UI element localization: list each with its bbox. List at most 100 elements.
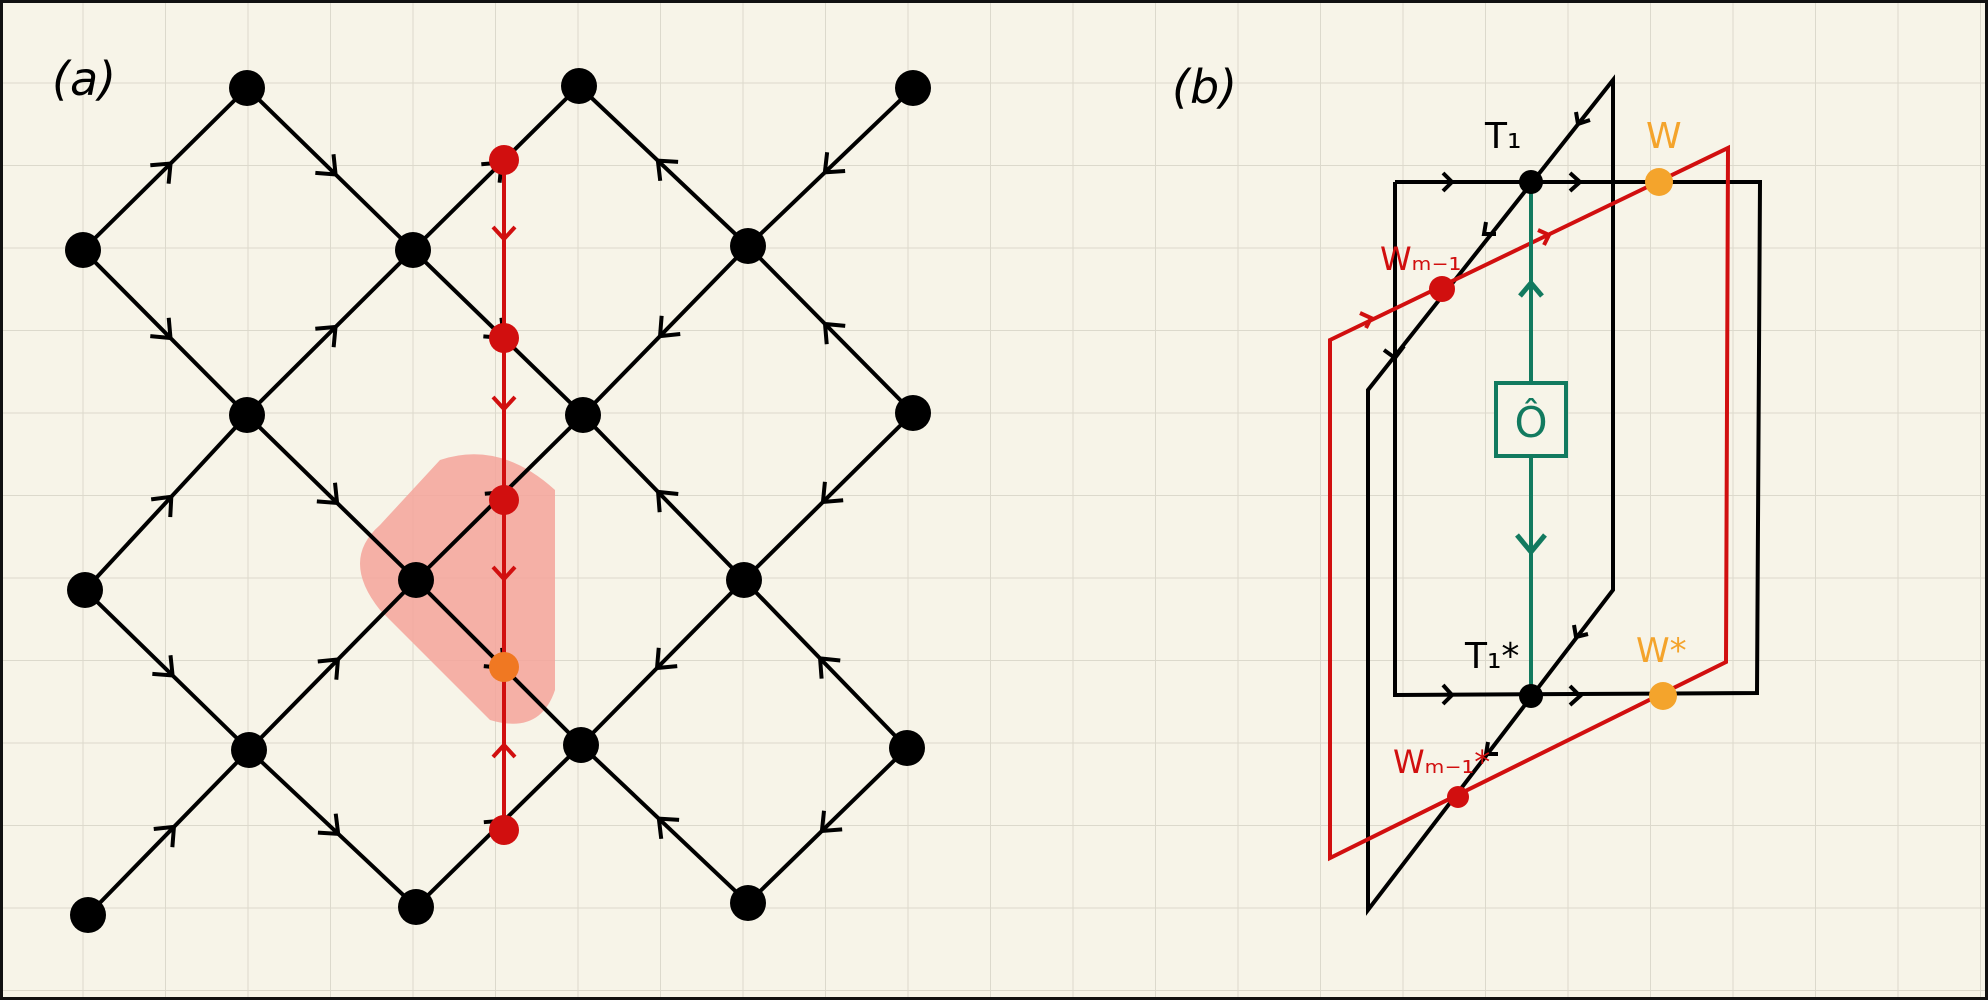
lattice-edge	[245, 86, 415, 252]
operator-arrow-up	[1518, 279, 1544, 298]
wm1-node	[1429, 276, 1455, 302]
lattice-arrow	[315, 154, 338, 177]
arrow-b3	[1441, 683, 1455, 706]
lattice-edge	[742, 411, 915, 582]
lattice-arrow	[152, 655, 175, 678]
panel-b-label: (b)	[1172, 60, 1237, 114]
panel-a-label: (a)	[52, 52, 116, 106]
w-label: W	[1646, 116, 1682, 157]
arrow-b9	[1382, 344, 1406, 361]
lattice-node	[395, 232, 431, 268]
red-plane	[1328, 144, 1731, 862]
lattice-node	[229, 397, 265, 433]
lattice-edge	[86, 748, 251, 917]
arrow-b1	[1441, 171, 1455, 193]
wm1-conj-label: Wₘ₋₁*	[1393, 743, 1490, 781]
arrow-b7	[1572, 624, 1589, 640]
lattice-arrow	[655, 489, 679, 513]
lattice-arrow	[656, 816, 680, 840]
lattice-arrow	[654, 647, 678, 671]
arrow-b2	[1568, 171, 1583, 193]
operator-arrow-down	[1515, 533, 1547, 556]
red-string-node	[489, 485, 519, 515]
panel-a: (a)	[52, 52, 931, 933]
lattice-node	[726, 562, 762, 598]
lattice-node	[231, 732, 267, 768]
orange-string-node	[489, 652, 519, 682]
red-arrow-down	[491, 565, 517, 582]
lattice-arrow	[315, 324, 338, 348]
red-string-node	[489, 323, 519, 353]
lattice-arrow	[317, 657, 341, 680]
lattice-arrow	[317, 813, 341, 836]
wm1-conj-node	[1447, 786, 1469, 808]
lattice-node	[67, 572, 103, 608]
lattice-edges	[81, 84, 915, 917]
lattice-edge	[577, 84, 750, 248]
lattice-arrow	[819, 810, 843, 834]
lattice-edge	[245, 413, 418, 582]
lattice-edge	[746, 746, 909, 905]
arrow-b6	[1481, 221, 1496, 236]
red-arrow-b1	[1359, 311, 1374, 329]
lattice-node	[561, 68, 597, 104]
lattice-edge	[81, 248, 249, 417]
lattice-edge	[245, 248, 415, 417]
operator-box	[1494, 381, 1568, 458]
lattice-node	[70, 897, 106, 933]
lattice-arrow	[153, 824, 177, 848]
lattice-edge	[746, 86, 915, 248]
t1-conj-label: T₁*	[1464, 636, 1519, 677]
lattice-node	[895, 395, 931, 431]
red-string-node	[489, 815, 519, 845]
w-node	[1645, 168, 1673, 196]
lattice-edge	[247, 748, 418, 909]
lattice-edge	[746, 244, 915, 415]
lattice-arrow	[316, 482, 340, 506]
lattice-node	[65, 232, 101, 268]
lattice-edge	[83, 413, 249, 592]
red-string-node	[489, 145, 519, 175]
lattice-edge	[83, 588, 251, 752]
lattice-node	[398, 889, 434, 925]
lattice-arrow	[817, 656, 841, 679]
lattice-edge	[579, 743, 750, 905]
red-string	[489, 145, 519, 845]
w-conj-node	[1649, 682, 1677, 710]
lattice-node	[730, 885, 766, 921]
lattice-edge	[579, 578, 746, 747]
t1-label: T₁	[1484, 116, 1521, 157]
lattice-arrow	[150, 317, 173, 341]
w-conj-label: W*	[1636, 631, 1687, 671]
wm1-label: Wₘ₋₁	[1380, 240, 1461, 278]
lattice-arrow	[657, 315, 681, 339]
tensor-t1-conj	[1519, 684, 1543, 708]
panel-b-arrows	[1382, 111, 1591, 756]
red-arrow-up	[491, 742, 517, 759]
panel-b-red-arrows	[1359, 228, 1552, 329]
tensor-t1	[1519, 170, 1543, 194]
arrow-b4	[1568, 684, 1583, 707]
red-arrow-down	[491, 225, 517, 242]
arrow-b8	[1483, 741, 1498, 756]
panel-b: (b) Ô	[1172, 60, 1763, 916]
lattice-edge	[581, 244, 750, 417]
red-arrow-down	[491, 395, 517, 412]
lattice-edge	[81, 86, 249, 252]
lattice-edge	[247, 578, 418, 752]
lattice-arrow	[655, 158, 679, 182]
lattice-node	[398, 562, 434, 598]
lattice-arrow	[150, 161, 173, 184]
lattice-node	[229, 70, 265, 106]
lattice-node	[730, 228, 766, 264]
lattice-arrow	[822, 321, 846, 345]
black-horizontal-plane-frame	[1393, 180, 1763, 698]
lattice-arrow	[822, 151, 846, 175]
lattice-node	[563, 727, 599, 763]
lattice-arrow	[820, 481, 844, 505]
lattice-node	[565, 397, 601, 433]
